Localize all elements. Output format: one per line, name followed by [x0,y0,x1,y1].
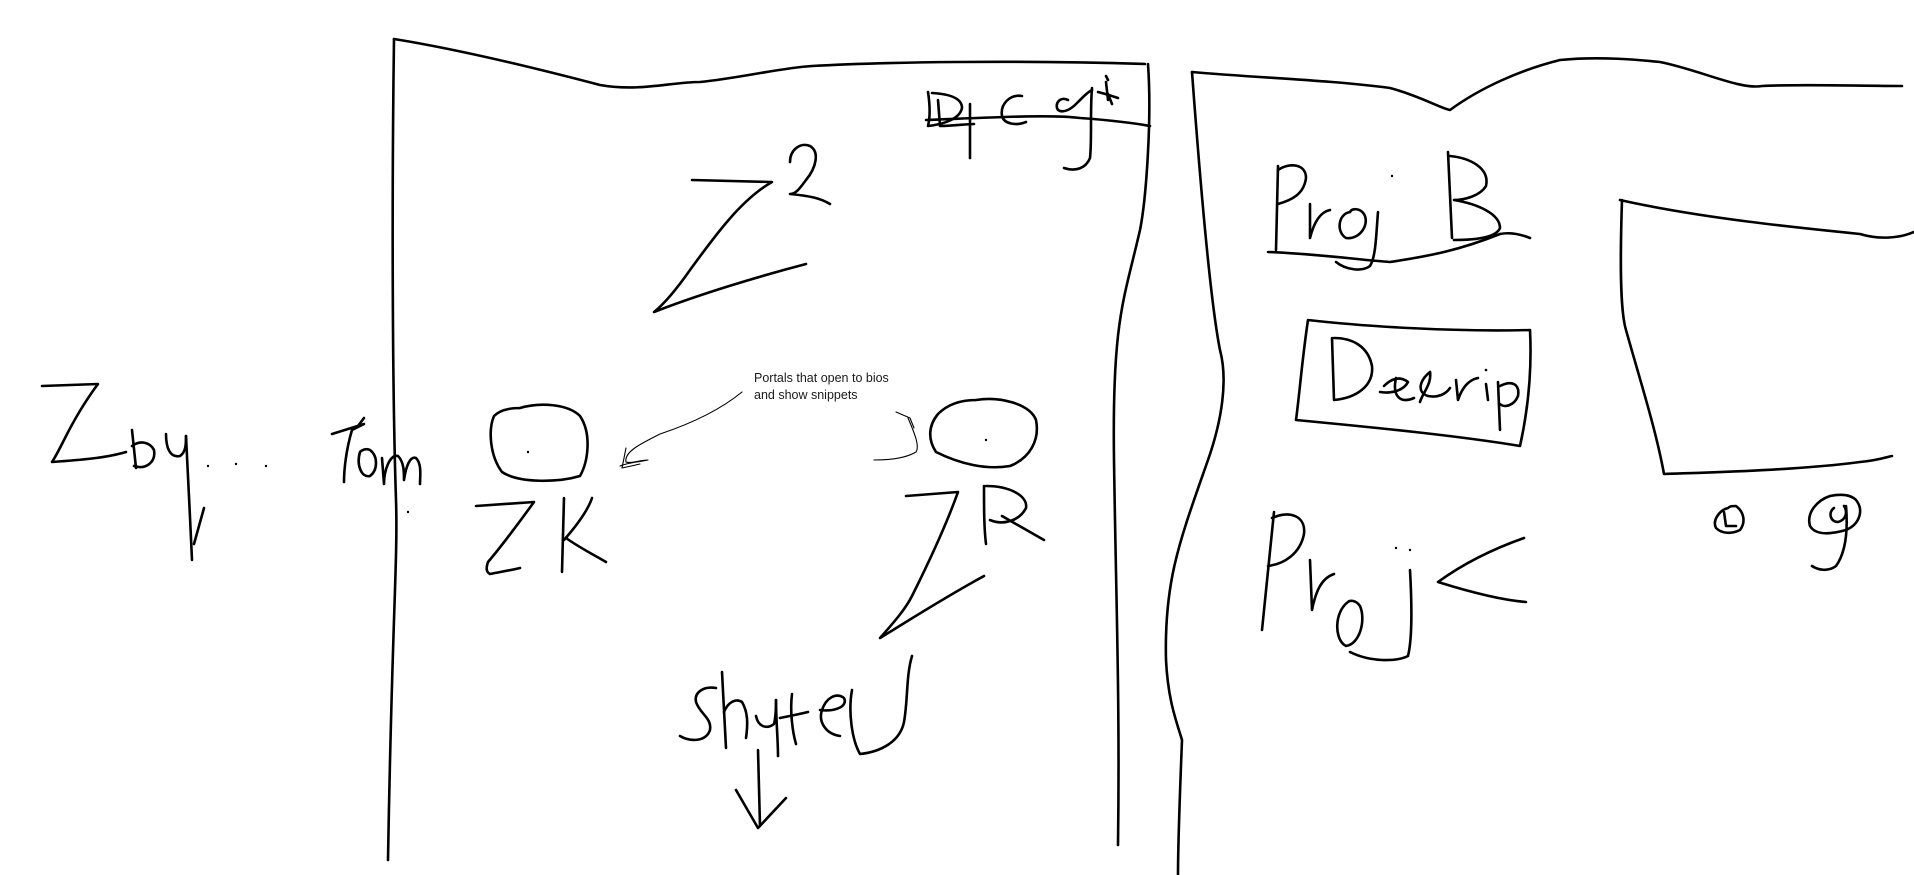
project-c-label [1260,510,1528,662]
central-z-mark [652,143,832,314]
left-page-frame [386,37,1151,862]
description-box [1294,318,1532,448]
portal-zr [878,397,1046,640]
annotation-line-1: Portals that open to bios [754,371,889,385]
right-page-frame [1164,57,1904,875]
annotation-arrows [619,391,918,469]
portal-zk [474,403,608,576]
project-b-label [1266,150,1532,271]
page-header-scribble [924,74,1152,171]
annotation-line-2: and show snippets [754,388,858,402]
portal-annotation: Portals that open to bios and show snipp… [754,370,954,404]
media-controls [1713,493,1862,572]
media-box [1618,198,1914,476]
bottom-scribble [678,654,914,830]
left-signature-scribble [40,382,422,562]
